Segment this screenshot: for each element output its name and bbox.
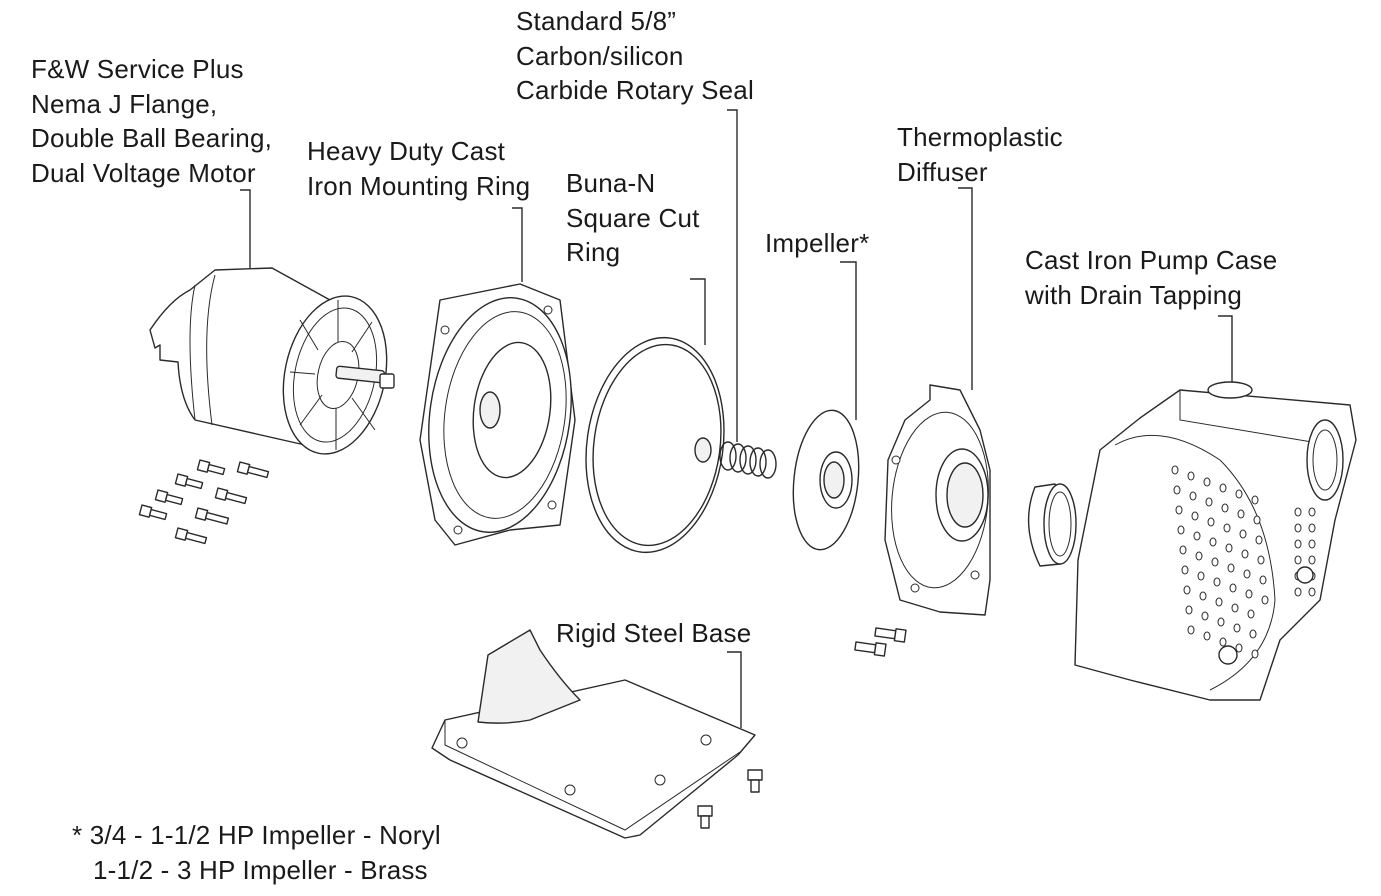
leader-motor [240,189,251,268]
case-fin [1245,589,1253,599]
case-fin [1215,597,1223,607]
case-fin [1251,649,1259,659]
case-fin [1241,549,1249,559]
case-fin [1294,507,1302,517]
case-fin [1227,563,1235,573]
case-fin [1249,629,1257,639]
case-fin [1237,509,1245,519]
case-fin [1213,577,1221,587]
case-fin [1191,511,1199,521]
case-fin [1195,551,1203,561]
case-fin [1173,485,1181,495]
case-fin [1187,625,1195,635]
leader-square-cut-ring [690,278,706,345]
case-fin [1221,503,1229,513]
case-fin [1171,465,1179,475]
case-fin [1255,535,1263,545]
label-impeller: Impeller* [765,228,870,258]
base-bolts [697,769,763,829]
leader-pump-case [1218,315,1233,392]
case-fin [1205,497,1213,507]
leader-base [727,651,742,728]
case-fin [1223,523,1231,533]
case-fin [1175,505,1183,515]
case-fin [1207,517,1215,527]
mounting-ring-part [419,283,576,546]
case-fin [1197,571,1205,581]
case-fin [1294,555,1302,565]
leader-mounting-ring [512,207,523,282]
leader-diffuser [958,187,973,390]
diffuser-bolts [854,627,907,657]
label-square-cut-ring: Buna-N Square Cut Ring [566,168,700,267]
case-fin [1257,555,1265,565]
motor-part [149,267,395,455]
case-fin [1261,595,1269,605]
wear-ring-part [1027,483,1077,567]
label-base: Rigid Steel Base [556,618,752,648]
footnote-line-2: 1-1/2 - 3 HP Impeller - Brass [93,855,428,885]
case-fin [1247,609,1255,619]
case-fin [1294,523,1302,533]
case-fin [1308,523,1316,533]
case-fin [1294,539,1302,549]
label-pump-case: Cast Iron Pump Case with Drain Tapping [1025,245,1278,310]
pump-case-part [1074,381,1357,701]
leader-rotary-seal [727,109,738,442]
case-fin [1183,585,1191,595]
label-motor: F&W Service Plus Nema J Flange, Double B… [31,54,273,188]
case-fin [1181,565,1189,575]
case-fin [1308,539,1316,549]
case-fin [1203,631,1211,641]
case-fin [1308,507,1316,517]
case-fin [1225,543,1233,553]
case-fin [1233,623,1241,633]
case-fin [1189,491,1197,501]
case-fin [1185,605,1193,615]
case-fin [1229,583,1237,593]
base-part [431,629,756,839]
case-fin [1294,587,1302,597]
case-fin [1209,537,1217,547]
motor-bolts [138,459,270,545]
case-fin [1187,471,1195,481]
case-fin [1243,569,1251,579]
case-fins [1171,465,1316,659]
label-mounting-ring: Heavy Duty Cast Iron Mounting Ring [307,136,531,201]
case-fin [1231,603,1239,613]
leader-impeller [840,261,857,420]
diffuser-part [884,384,991,616]
case-fin [1211,557,1219,567]
impeller-part [792,409,860,551]
case-fin [1259,575,1267,585]
case-fin [1308,587,1316,597]
square-cut-ring-part [585,336,725,554]
label-diffuser: Thermoplastic Diffuser [897,122,1063,187]
case-fin [1239,529,1247,539]
leader-lines [240,109,1233,728]
rotary-seal-part [694,437,777,479]
case-fin [1217,617,1225,627]
case-fin [1201,611,1209,621]
label-rotary-seal: Standard 5/8” Carbon/silicon Carbide Rot… [516,6,754,105]
case-fin [1308,555,1316,565]
footnote-line-1: * 3/4 - 1-1/2 HP Impeller - Noryl [72,820,441,850]
case-fin [1177,525,1185,535]
case-fin [1193,531,1201,541]
case-fin [1235,489,1243,499]
case-fin [1219,483,1227,493]
case-fin [1219,637,1227,647]
case-fin [1203,477,1211,487]
case-fin [1199,591,1207,601]
case-fin [1179,545,1187,555]
case-fin [1251,495,1259,505]
case-fin [1235,643,1243,653]
case-fin [1253,515,1261,525]
